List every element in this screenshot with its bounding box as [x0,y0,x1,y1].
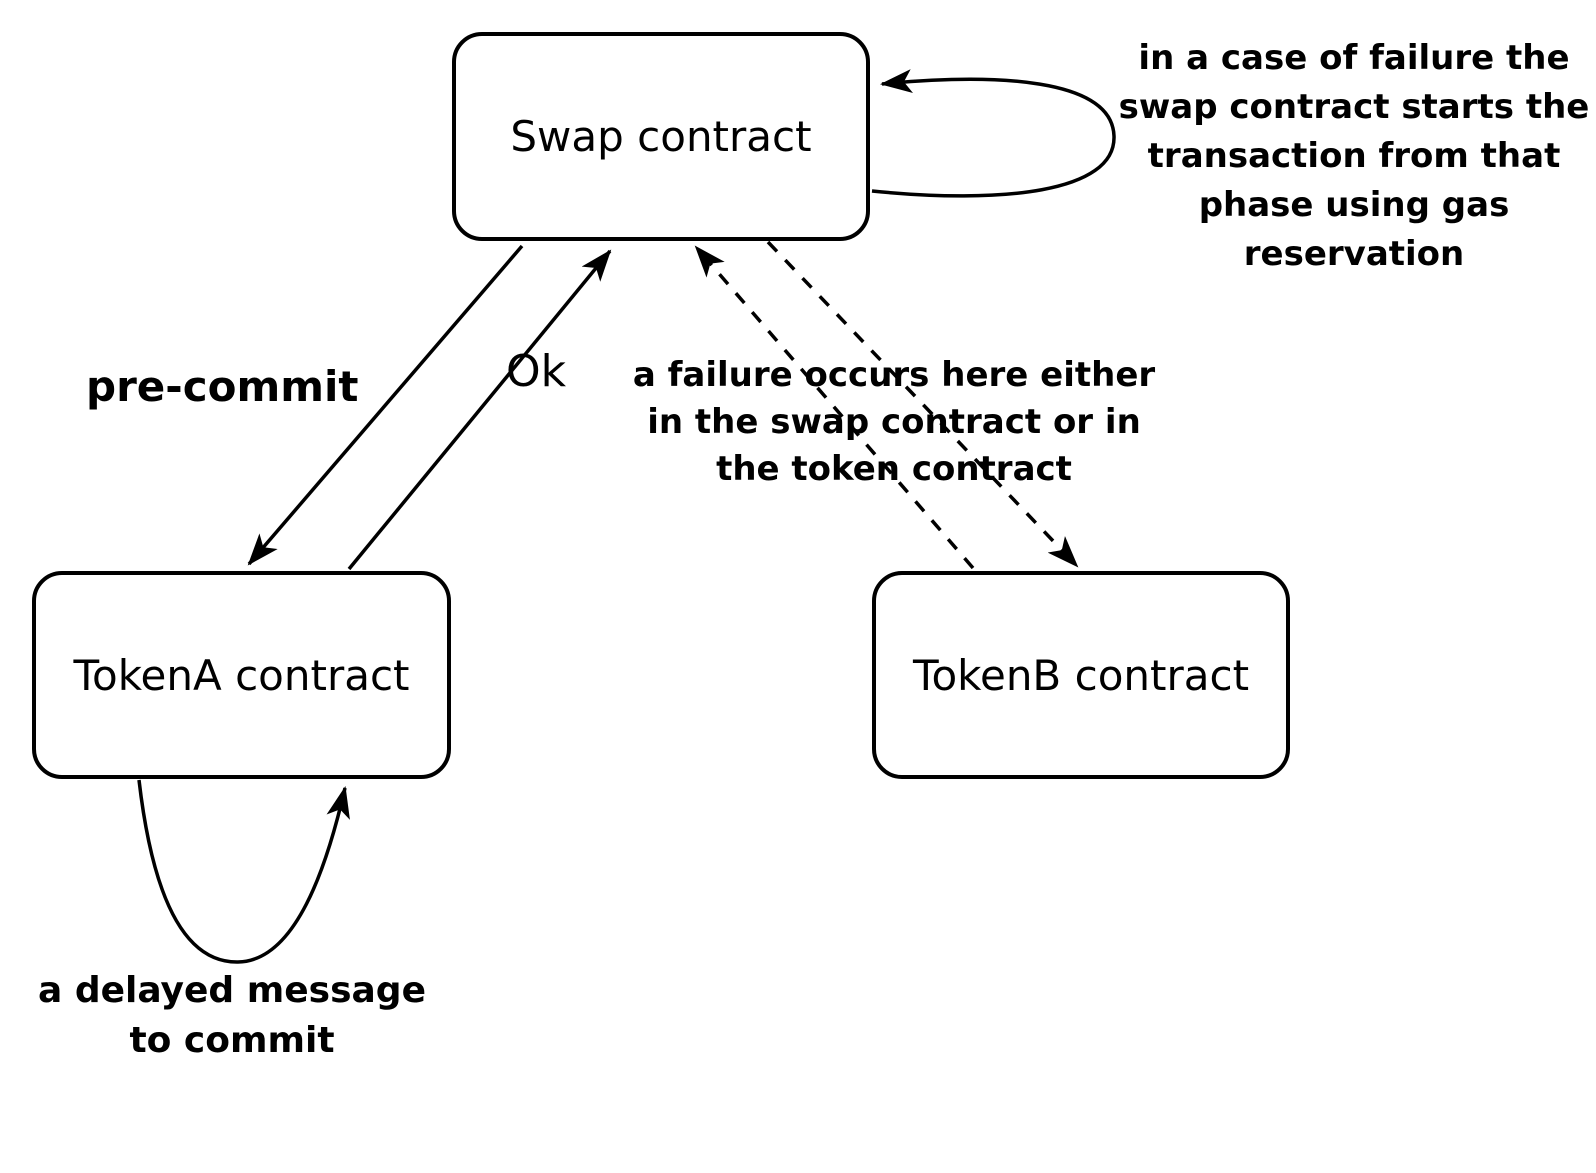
node-label: TokenB contract [912,650,1250,700]
delayed-commit-label: a delayed message to commit [38,970,426,1061]
node-swap-contract: Swap contract [452,32,870,241]
node-tokenb-contract: TokenB contract [872,571,1290,779]
ok-arrow [347,249,612,571]
node-tokena-contract: TokenA contract [32,571,451,779]
pre-commit-arrow [247,244,524,566]
swap-self-loop-arrow [871,69,1116,198]
ok-label: Ok [506,346,567,397]
node-label: TokenA contract [73,650,410,700]
failure-dashed-arrow-to-swap [694,245,975,570]
pre-commit-label: pre-commit [86,362,359,411]
gas-reservation-note: in a case of failure the swap contract s… [1118,38,1590,274]
tokena-self-loop-arrow [137,779,350,964]
failure-location-note: a failure occurs here either in the swap… [632,355,1156,489]
node-label: Swap contract [510,112,812,161]
